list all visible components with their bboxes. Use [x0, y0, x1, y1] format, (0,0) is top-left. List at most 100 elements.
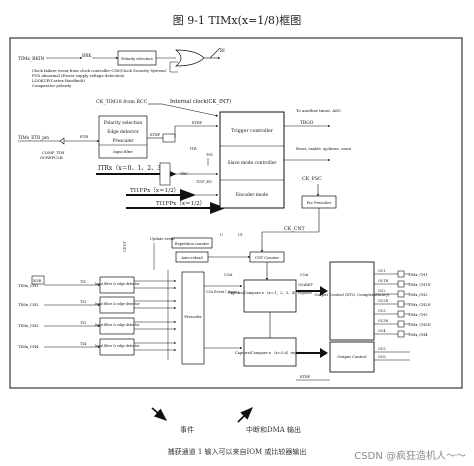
- ccx-event-label: CCx Event ( Input ): [206, 290, 240, 294]
- ch3-filter: Input filter & edge detector: [95, 323, 140, 327]
- ccxi-label-2: CCxI: [300, 273, 309, 277]
- ocxref-label: OCxREF: [298, 283, 313, 287]
- capture-compare-top-text: Capture/Compare x （x＝1、2、3、4）register: [228, 290, 312, 295]
- output-ch3: TIMx_CH3: [408, 313, 428, 317]
- event-arrow-icon: [151, 407, 167, 421]
- break-polarity-text: Polarity selection: [121, 57, 153, 61]
- psc-prescaler: Psc Prescaler: [307, 201, 332, 205]
- trigger-controller: Trigger controller: [231, 128, 274, 134]
- break-source-1: Clock failure event from clock controlle…: [32, 68, 167, 73]
- internal-clock-label: Internal clock(CK_INT): [170, 98, 231, 105]
- ch2-filter: Input filter & edge detector: [95, 302, 140, 306]
- output-control-main-text: Output Control (DTG, Complementary): [315, 292, 390, 297]
- watermark: CSDN @疯狂造机人～～: [354, 451, 466, 462]
- oc4-label: OC4: [378, 329, 386, 333]
- etr-filter-stub: [162, 133, 176, 143]
- output-ch1: TIMx_CH1: [408, 273, 428, 277]
- outer-frame: [9, 37, 463, 389]
- bi-label: BI: [220, 48, 225, 53]
- etr-block: [98, 115, 148, 159]
- break-or-gate: [175, 49, 205, 67]
- brk-label: BRK: [82, 53, 92, 58]
- etrf-bottom-label: ETRF: [300, 375, 311, 379]
- ck-psc-label: CK_PSC: [302, 176, 322, 182]
- encoder-mode: Encoder mode: [236, 193, 269, 198]
- ocrefclr-label: OCREFCLR: [40, 155, 63, 160]
- uevt-label: UEVT: [123, 241, 127, 252]
- ch1-filter: Input filter & edge detector: [95, 282, 140, 286]
- etrf-label: ETRF: [192, 121, 203, 125]
- ti2fp2-label: TI1FPx（x＝1/2）: [156, 200, 205, 207]
- ccxi-label-1: CCxI: [224, 273, 233, 277]
- output-control-second-text: Output Control: [337, 354, 367, 359]
- trigger-controller-block: [219, 111, 285, 209]
- channel-inputs: [44, 283, 101, 349]
- bkin-label: TIMx_BKIN: [18, 56, 45, 62]
- output-ch4: TIMx_CH4: [408, 333, 428, 337]
- oc1n-label: OC1N: [378, 279, 389, 283]
- etr-polarity: Polarity selection: [104, 121, 143, 126]
- oc1-label: OC1: [378, 269, 386, 273]
- ch3-input: TIMx_CH3: [18, 323, 39, 328]
- capture-compare-bottom: [243, 337, 297, 367]
- ck-rcc-label: CK_TIM18 from RCC: [96, 99, 148, 105]
- output-ch1n: TIMx_CH1N: [408, 283, 431, 287]
- ti4-label: TI4: [80, 342, 87, 346]
- itr-mux: [159, 162, 171, 186]
- break-source-2: PVD abnormal (Power supply voltage detec…: [32, 73, 125, 78]
- output-ch3n: TIMx_CH3N: [408, 323, 431, 327]
- footer-note: 捕获通道 1 输入可以来自IOM 或比较器输出: [167, 448, 307, 456]
- xor-gate: [31, 275, 45, 285]
- comp-tim-label: COMP_TIM: [42, 150, 64, 155]
- etr-prescaler: Prescaler: [112, 139, 134, 144]
- input-filter-blocks: [99, 276, 135, 356]
- break-source-4: Comparator polarity: [32, 83, 72, 88]
- output-ch2: TIMx_CH2: [408, 293, 428, 297]
- legend-event: 事件: [180, 426, 194, 434]
- break-source-3: LOOKUP(Cortex Hardfault): [32, 78, 85, 83]
- output-pads: [397, 270, 405, 338]
- repetition-counter: Repetition counter: [175, 242, 209, 246]
- auto-reload: Auto-reload: [180, 256, 203, 260]
- ti1fp1-label: TI1FPx（x＝1/2）: [130, 187, 179, 194]
- fp-connections: [134, 270, 177, 360]
- capture-compare-top: [243, 279, 297, 313]
- oc2-label: OC2: [378, 289, 386, 293]
- capture-compare-bottom-text: Capture/Compare x （x＝5,6）register: [235, 350, 305, 355]
- repetition-counter-block: [171, 237, 213, 249]
- trgo-label: TRGO: [300, 121, 314, 126]
- etr-pin-label: TIMx_ETR_pin: [18, 135, 49, 140]
- ck-cnt-label: CK_CNT: [284, 226, 306, 232]
- legend-interrupt: 中断和DMA 输出: [246, 426, 302, 434]
- output-control-second: [329, 341, 375, 373]
- tgi-label: TGI: [206, 153, 213, 157]
- itr-tag: ITR: [190, 147, 197, 151]
- reset-enable-label: Reset, enable, up/down, count: [296, 147, 352, 151]
- u-label: U: [220, 233, 223, 237]
- output-control-main: [329, 261, 375, 341]
- oc3n-label: OC3N: [378, 319, 389, 323]
- xor-label: XOR: [33, 279, 41, 283]
- itr-label: ITRx（x＝0、1、2、3）: [98, 165, 167, 172]
- ti1f-ed-label: TI1F_ED: [196, 180, 212, 184]
- to-other-timer: To another timer, ADC: [296, 108, 341, 113]
- etr-edge: Edge detector: [107, 130, 139, 135]
- ti1-label: TI1: [80, 280, 86, 284]
- ch2-input: TIMx_CH2: [18, 302, 39, 307]
- oc3-label: OC3: [378, 309, 386, 313]
- ti2-label: TI2: [80, 300, 86, 304]
- ch4-filter: Input filter & edge detector: [95, 344, 140, 348]
- oc5-label: OC5: [378, 347, 386, 351]
- figure-title: 图 9-1 TIMx(x=1/8)框图: [172, 14, 302, 27]
- output-ch2n: TIMx_CH2N: [408, 303, 431, 307]
- cnt-counter: CNT Counter: [255, 256, 280, 260]
- etr-label: ETR: [80, 134, 88, 139]
- ui-label: UI: [238, 233, 243, 237]
- channel-prescaler-block: [181, 271, 205, 365]
- oc2n-label: OC2N: [378, 299, 389, 303]
- oc6-label: OC6: [378, 355, 386, 359]
- ch1-input: TIMx_CH1: [18, 283, 39, 288]
- slave-mode-controller: Slave mode controller: [227, 161, 277, 166]
- ch4-input: TIMx_CH4: [18, 344, 39, 349]
